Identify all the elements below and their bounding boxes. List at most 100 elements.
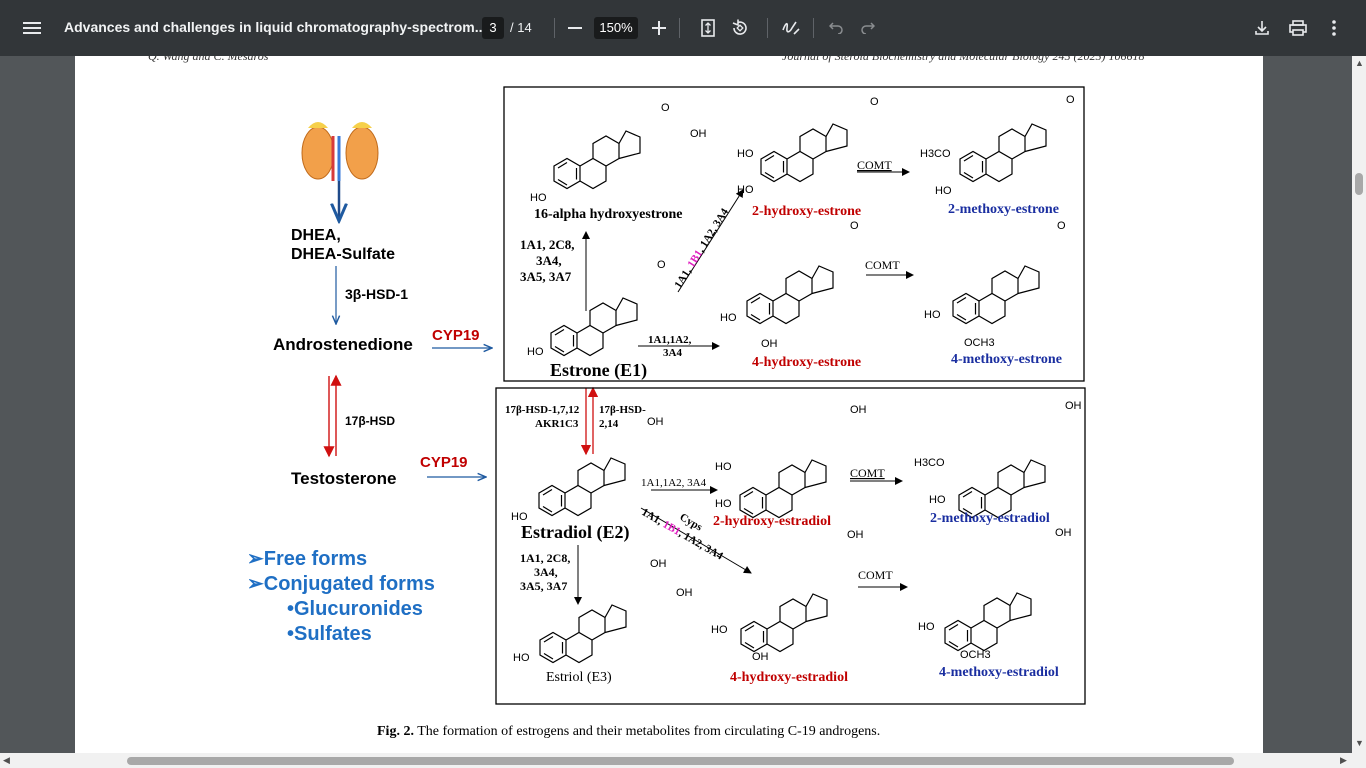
document-title: Advances and challenges in liquid chroma… [64, 19, 487, 35]
redo-icon[interactable] [852, 12, 884, 44]
page-number-input[interactable]: 3 [482, 17, 504, 39]
chem-o: O [661, 102, 670, 114]
hsd1-label: 3β-HSD-1 [345, 286, 408, 302]
enzymes-up-3: 3A5, 3A7 [520, 269, 572, 284]
estrone-label: Estrone (E1) [550, 360, 647, 381]
print-icon[interactable] [1282, 12, 1314, 44]
cyp19-label-b: CYP19 [420, 454, 468, 471]
chem-och3: OCH3 [960, 649, 991, 661]
chem-h3co: H3CO [914, 457, 945, 469]
estradiol-label: Estradiol (E2) [521, 522, 630, 543]
enzymes-up-2: 3A4, [536, 253, 562, 268]
toolbar-divider [767, 18, 768, 38]
sulfates-label: •Sulfates [287, 623, 372, 645]
chem-ho: HO [924, 309, 941, 321]
toolbar-divider [813, 18, 814, 38]
free-forms-label: ➢Free forms [247, 548, 367, 570]
comt-label-bottom-a: COMT [850, 466, 885, 480]
zoom-out-icon[interactable] [559, 12, 591, 44]
running-head-journal: Journal of Steroid Biochemistry and Mole… [782, 56, 1145, 63]
enzymes-right-1: 1A1,1A2, [648, 334, 692, 346]
figure-caption-label: Fig. 2. [377, 724, 414, 739]
chem-ho: HO [929, 494, 946, 506]
chem-ho: HO [711, 624, 728, 636]
estriol-label: Estriol (E3) [546, 670, 612, 685]
methoxyestrone-2-label: 2-methoxy-estrone [948, 202, 1059, 217]
dhea-sulfate-label: DHEA-Sulfate [291, 246, 395, 263]
chem-ho: HO [513, 652, 530, 664]
toolbar-divider [554, 18, 555, 38]
pdf-viewer[interactable]: Q. Wang and C. Mesaros Journal of Steroi… [0, 56, 1352, 753]
hsd-right-2: 2,14 [599, 418, 619, 430]
hsd17-label: 17β-HSD [345, 414, 395, 428]
methoxyestradiol-2-label: 2-methoxy-estradiol [930, 511, 1050, 526]
running-head-authors: Q. Wang and C. Mesaros [148, 56, 269, 63]
enzymes-down-1: 1A1, 2C8, [520, 551, 570, 565]
zoom-in-icon[interactable] [643, 12, 675, 44]
enzymes-down-3: 3A5, 3A7 [520, 579, 567, 593]
vertical-scrollbar-thumb[interactable] [1355, 173, 1363, 195]
comt-label-bottom-b: COMT [858, 568, 893, 582]
scroll-right-icon[interactable]: ▶ [1340, 755, 1347, 765]
chem-oh: OH [752, 651, 769, 663]
dhea-label: DHEA, [291, 227, 341, 244]
estrone-pathway-box [503, 86, 1085, 382]
chem-oh: OH [1055, 527, 1072, 539]
hamburger-menu-icon[interactable] [16, 12, 48, 44]
chem-ho: HO [527, 346, 544, 358]
hydroxyestrone-4-label: 4-hydroxy-estrone [752, 355, 861, 370]
page-total: / 14 [510, 20, 532, 35]
chem-oh: OH [676, 587, 693, 599]
chem-ho: HO [935, 185, 952, 197]
pdf-toolbar: Advances and challenges in liquid chroma… [0, 0, 1366, 56]
hydroxyestrone-16-label: 16-alpha hydroxyestrone [534, 207, 682, 222]
hydroxyestrone-2-label: 2-hydroxy-estrone [752, 204, 861, 219]
adrenal-gland-icon [301, 122, 379, 181]
more-options-icon[interactable] [1318, 12, 1350, 44]
enzymes-right-bottom: 1A1,1A2, 3A4 [641, 477, 707, 489]
chem-oh: OH [850, 404, 867, 416]
methoxyestradiol-4-label: 4-methoxy-estradiol [939, 665, 1059, 680]
chem-oh: OH [847, 529, 864, 541]
scroll-down-icon[interactable]: ▼ [1355, 738, 1364, 748]
vertical-scrollbar[interactable]: ▲ ▼ [1352, 56, 1366, 753]
chem-ho: HO [918, 621, 935, 633]
chem-ho: HO [715, 498, 732, 510]
chem-o: O [870, 96, 879, 108]
cyp19-label-a: CYP19 [432, 327, 480, 344]
chem-oh: OH [761, 338, 778, 350]
scroll-left-icon[interactable]: ◀ [3, 755, 10, 765]
scroll-up-icon[interactable]: ▲ [1355, 58, 1364, 68]
chem-o: O [850, 220, 859, 232]
chem-ho: HO [511, 511, 528, 523]
download-icon[interactable] [1246, 12, 1278, 44]
enzymes-right-2: 3A4 [663, 347, 682, 359]
chem-ho: HO [737, 184, 754, 196]
hydroxyestradiol-2-label: 2-hydroxy-estradiol [713, 514, 831, 529]
estrogen-metabolism-figure: DHEA, DHEA-Sulfate 3β-HSD-1 Androstenedi… [247, 86, 1086, 705]
chem-ho: HO [530, 192, 547, 204]
annotate-icon[interactable] [775, 12, 807, 44]
chem-oh: OH [690, 128, 707, 140]
androstenedione-label: Androstenedione [273, 335, 413, 354]
comt-label-top-a: COMT [857, 158, 892, 172]
methoxyestrone-4-label: 4-methoxy-estrone [951, 352, 1062, 367]
chem-h3co: H3CO [920, 148, 951, 160]
enzymes-down-2: 3A4, [534, 565, 558, 579]
fit-page-icon[interactable] [692, 12, 724, 44]
horizontal-scrollbar-thumb[interactable] [127, 757, 1234, 765]
figure-caption-text: The formation of estrogens and their met… [413, 724, 881, 739]
zoom-level-input[interactable]: 150% [594, 17, 638, 39]
enzymes-up-1: 1A1, 2C8, [520, 237, 575, 252]
chem-ho: HO [715, 461, 732, 473]
hsd-left-2: AKR1C3 [535, 418, 579, 430]
chem-o: O [657, 259, 666, 271]
pdf-page: Q. Wang and C. Mesaros Journal of Steroi… [75, 56, 1263, 753]
horizontal-scrollbar[interactable]: ◀ ▶ [0, 753, 1366, 768]
chem-o: O [1057, 220, 1066, 232]
conjugated-forms-label: ➢Conjugated forms [247, 573, 435, 595]
undo-icon[interactable] [820, 12, 852, 44]
chem-oh: OH [650, 558, 667, 570]
comt-label-top-b: COMT [865, 258, 900, 272]
rotate-icon[interactable] [724, 12, 756, 44]
